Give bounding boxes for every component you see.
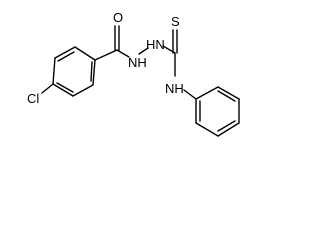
hydrazide-hn-label: HN [146, 37, 165, 52]
sulfur-atom-label: S [171, 14, 180, 29]
phenyl-ring [195, 86, 240, 137]
chemical-structure-diagram: O S Cl NH HN NH [27, 10, 240, 137]
carbonyl-nh-bond [116, 49, 130, 58]
oxygen-atom-label: O [113, 10, 123, 25]
n-n-bond [138, 47, 149, 55]
chlorine-atom-label: Cl [27, 91, 39, 106]
hydrazide-nh-label: NH [128, 55, 147, 70]
nh-phenyl-bond [183, 89, 197, 100]
ring-carbonyl-bond [94, 49, 118, 61]
c-cl-bond [41, 83, 54, 94]
anilino-nh-label: NH [165, 81, 184, 96]
chlorophenyl-ring [52, 46, 96, 97]
